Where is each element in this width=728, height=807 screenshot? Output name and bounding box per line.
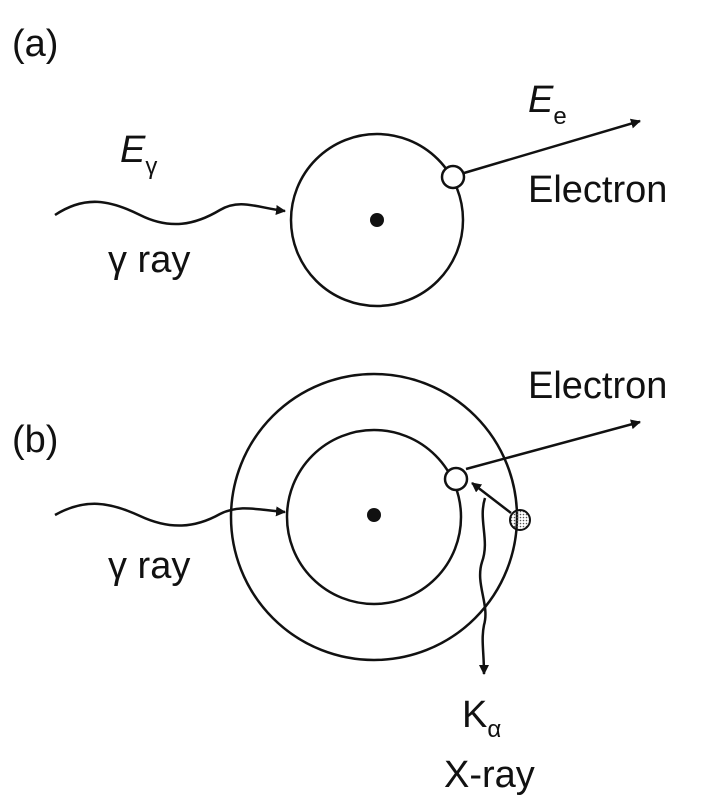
atom-shell-a (289, 132, 465, 308)
electron-energy-label: Ee (528, 79, 567, 130)
nucleus-b (367, 508, 381, 522)
vacancy-electron-b (443, 466, 469, 492)
panel-b: (b) γ ray Electron Kα X-ray (12, 365, 667, 796)
electron-energy-symbol: E (528, 79, 554, 121)
electron-label-b: Electron (528, 365, 667, 407)
panel-a: (a) Eγ γ ray Ee Electron (12, 23, 667, 308)
electron-track-b (465, 419, 641, 471)
transition-arrow-b (471, 482, 512, 514)
electron-label-a: Electron (528, 169, 667, 211)
electron-energy-subscript: e (553, 103, 566, 130)
xray-line-subscript: α (487, 716, 501, 743)
photon-energy-symbol: E (120, 129, 146, 171)
gamma-ray-label-a: γ ray (108, 239, 190, 281)
xray-line-symbol: K (462, 694, 487, 736)
photon-energy-subscript: γ (145, 153, 157, 180)
inner-shell-b (285, 428, 463, 606)
panel-a-label: (a) (12, 23, 58, 65)
panel-b-label: (b) (12, 419, 58, 461)
gamma-ray-label-b: γ ray (108, 545, 190, 587)
photon-energy-label: Eγ (120, 129, 157, 180)
electron-a (440, 164, 466, 190)
gamma-ray-wave-a (54, 200, 286, 226)
xray-label: X-ray (444, 754, 535, 796)
outer-electron-b (509, 509, 531, 531)
nucleus-a (370, 213, 384, 227)
gamma-ray-wave-b (54, 502, 286, 527)
electron-track-a (463, 118, 641, 175)
xray-line-label: Kα (462, 694, 501, 743)
xray-wave-b (478, 497, 489, 675)
